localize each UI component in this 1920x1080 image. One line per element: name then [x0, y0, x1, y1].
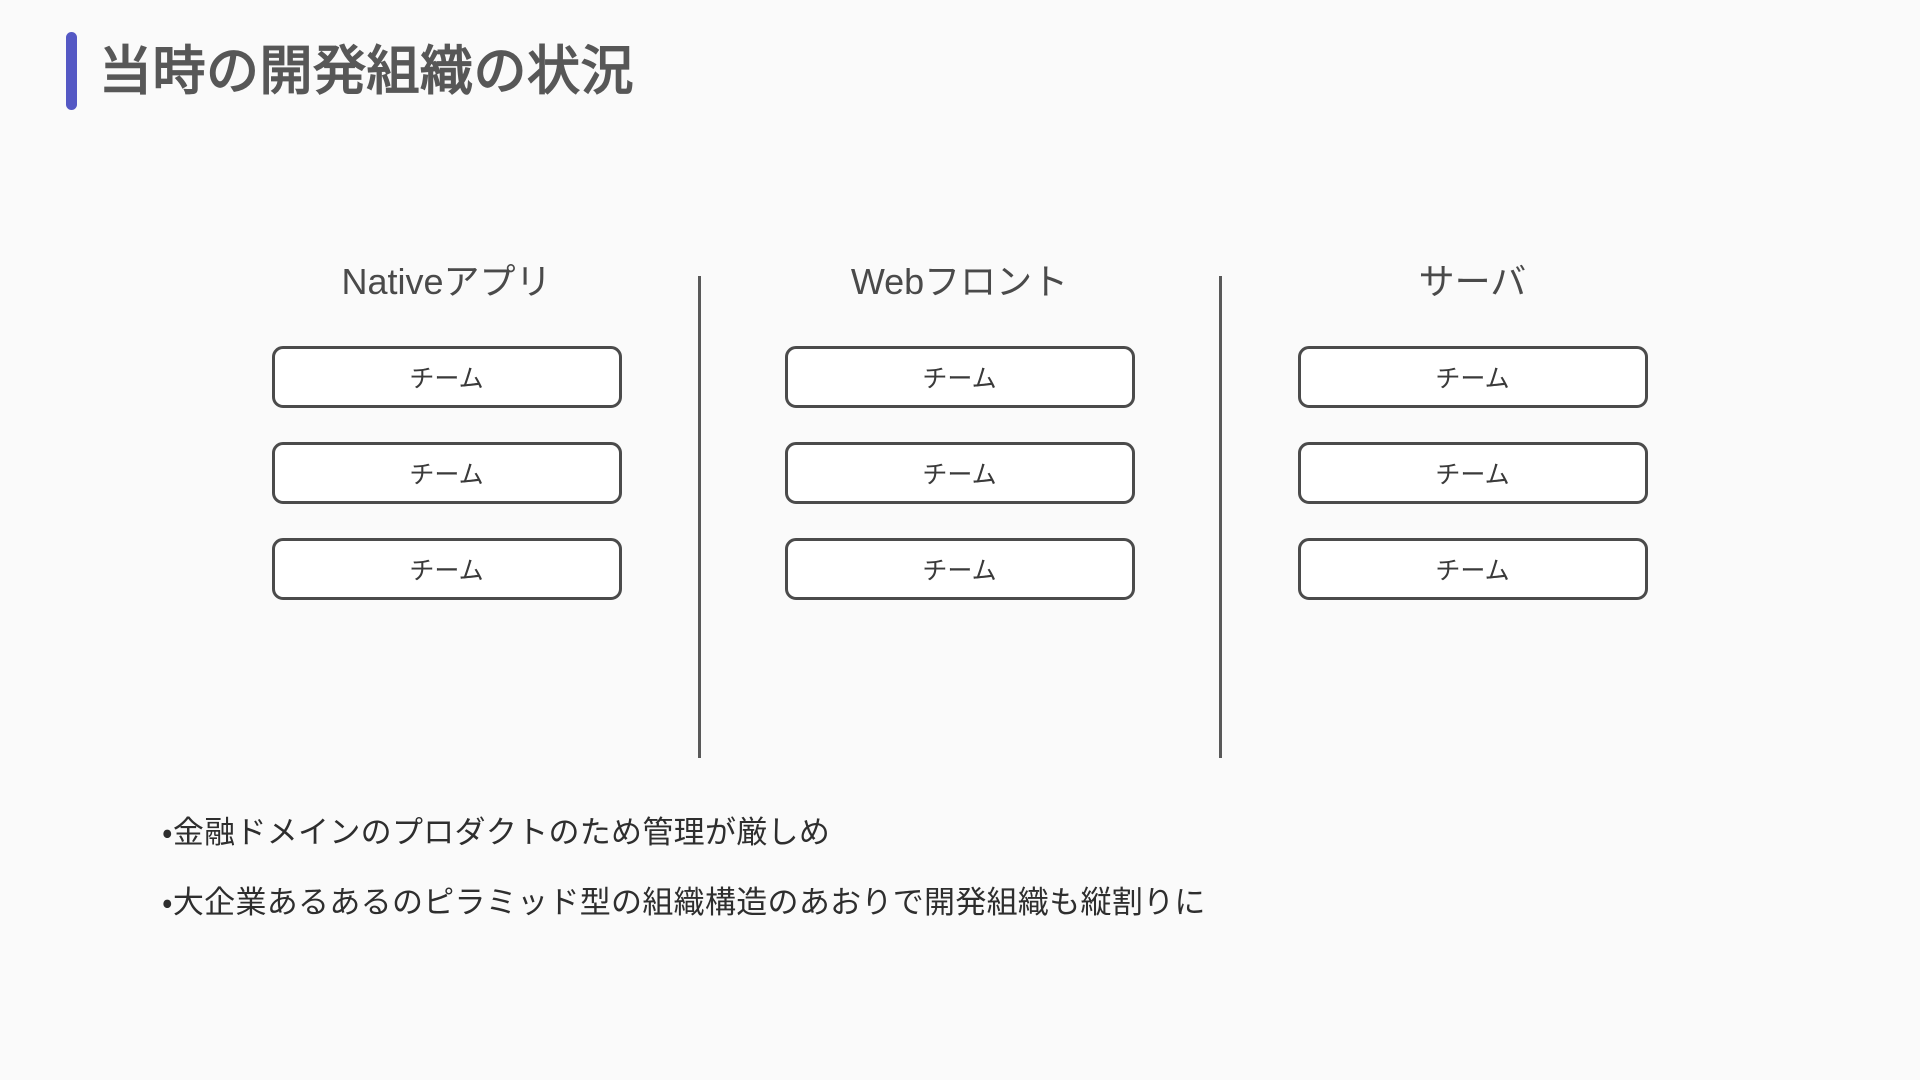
team-stack-native: チーム チーム チーム — [271, 345, 622, 600]
page-title-row: 当時の開発組織の状況 — [66, 32, 634, 110]
team-box[interactable]: チーム — [1297, 537, 1648, 600]
column-header-server: サーバ — [1418, 261, 1527, 302]
bullet-item: ・大企業あるあるのピラミッド型の組織構造のあおりで開発組織も縦割りに — [162, 884, 1206, 920]
team-box[interactable]: チーム — [271, 345, 622, 408]
page-title: 当時の開発組織の状況 — [99, 41, 634, 101]
title-accent-bar — [66, 32, 77, 110]
column-divider-1 — [698, 276, 701, 758]
team-box[interactable]: チーム — [1297, 441, 1648, 504]
team-box[interactable]: チーム — [784, 537, 1135, 600]
team-stack-server: チーム チーム チーム — [1297, 345, 1648, 600]
team-box[interactable]: チーム — [784, 345, 1135, 408]
bullet-item: ・金融ドメインのプロダクトのため管理が厳しめ — [162, 815, 831, 850]
column-header-web-front: Webフロント — [850, 261, 1069, 302]
column-header-native: Nativeアプリ — [341, 261, 552, 302]
org-chart: Nativeアプリ チーム チーム チーム Webフロント チーム チーム チー… — [0, 262, 1920, 762]
notes-bullet-list: ・金融ドメインのプロダクトのため管理が厳しめ ・大企業あるあるのピラミッド型の組… — [162, 812, 1206, 924]
team-box[interactable]: チーム — [271, 537, 622, 600]
team-stack-web-front: チーム チーム チーム — [784, 345, 1135, 600]
org-column-server: サーバ チーム チーム チーム — [1216, 262, 1729, 600]
org-column-web-front: Webフロント チーム チーム チーム — [703, 262, 1216, 600]
team-box[interactable]: チーム — [1297, 345, 1648, 408]
org-column-native: Nativeアプリ チーム チーム チーム — [190, 262, 703, 600]
team-box[interactable]: チーム — [271, 441, 622, 504]
org-columns: Nativeアプリ チーム チーム チーム Webフロント チーム チーム チー… — [190, 262, 1730, 600]
team-box[interactable]: チーム — [784, 441, 1135, 504]
column-divider-2 — [1219, 276, 1222, 758]
